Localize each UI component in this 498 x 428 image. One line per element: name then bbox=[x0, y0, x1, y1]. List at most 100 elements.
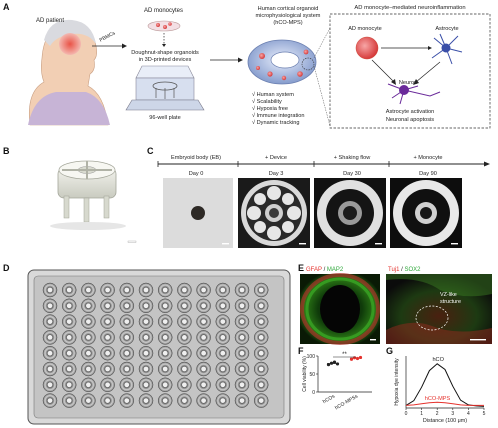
mps-title-line2: microphysiological system bbox=[256, 13, 321, 19]
well-center bbox=[220, 398, 226, 403]
well-center bbox=[239, 350, 245, 356]
well-center bbox=[124, 398, 130, 403]
device-photo bbox=[28, 146, 142, 246]
stain-gfap: GFAP bbox=[306, 267, 322, 273]
astrocyte-cell bbox=[431, 33, 463, 65]
well-center bbox=[105, 366, 110, 372]
stain-sox2: SOX2 bbox=[404, 267, 421, 273]
well-center bbox=[66, 319, 72, 324]
device-to-mps-arrow bbox=[210, 57, 243, 63]
data-point bbox=[329, 361, 334, 365]
well-center bbox=[182, 382, 187, 388]
stain-sep: / bbox=[322, 267, 327, 273]
mps-title-line3: (hCO-MPS) bbox=[273, 20, 302, 26]
well-center bbox=[201, 303, 207, 309]
stain-label-left: GFAP / MAP2 bbox=[306, 267, 344, 273]
well-center bbox=[201, 319, 207, 324]
well-center bbox=[143, 319, 149, 324]
series-label: hCO bbox=[432, 357, 444, 363]
well-center bbox=[220, 350, 226, 356]
well-center bbox=[201, 287, 207, 293]
well-center bbox=[86, 287, 91, 293]
day-label: Day 0 bbox=[189, 171, 204, 177]
well-center bbox=[124, 319, 130, 324]
stain-label-right: Tuj1 / SOX2 bbox=[388, 267, 421, 273]
inflammation-title: AD monocyte–mediated neuroinflammation bbox=[354, 5, 465, 11]
y-tick-label: 50 bbox=[309, 372, 315, 378]
well-center bbox=[162, 366, 168, 372]
well-center bbox=[239, 366, 245, 372]
well-center bbox=[201, 335, 207, 340]
category-label: hCO-MPSs bbox=[334, 393, 359, 411]
monocytes-label: AD monocytes bbox=[144, 8, 183, 14]
feature-item: √ Hypoxia free bbox=[252, 105, 288, 112]
stain-sep: / bbox=[399, 267, 404, 273]
patient-label: AD patient bbox=[36, 18, 64, 24]
well-center bbox=[258, 398, 264, 403]
well-center bbox=[220, 319, 226, 324]
well-center bbox=[86, 335, 91, 340]
well-center bbox=[239, 398, 245, 403]
data-point bbox=[326, 363, 331, 367]
well-center bbox=[143, 303, 149, 309]
data-point bbox=[335, 362, 340, 366]
stage-label: Embryoid body (EB) bbox=[171, 155, 221, 161]
pbmcs-arrow bbox=[92, 43, 127, 49]
well-center bbox=[239, 382, 245, 388]
micrograph-day0 bbox=[163, 178, 233, 248]
micrograph-day90 bbox=[390, 178, 462, 248]
well-center bbox=[182, 303, 187, 309]
stage-label: + Device bbox=[265, 155, 287, 161]
feature-item: √ Human system bbox=[252, 91, 294, 98]
feature-item: √ Scalability bbox=[252, 98, 282, 105]
well-center bbox=[258, 303, 264, 309]
category-label: hCOs bbox=[322, 393, 337, 405]
data-point bbox=[355, 356, 360, 361]
interaction-arrows bbox=[371, 46, 441, 85]
stage-label: + Monocyte bbox=[413, 155, 442, 161]
well-center bbox=[162, 287, 168, 293]
panel-label-d: D bbox=[3, 263, 10, 273]
well-center bbox=[124, 287, 130, 293]
well-center bbox=[86, 382, 91, 388]
well-center bbox=[66, 350, 72, 356]
mps-title-line1: Human cortical organoid bbox=[258, 6, 319, 12]
well-center bbox=[201, 350, 207, 356]
feature-item: √ Immune integration bbox=[252, 112, 305, 119]
well-center bbox=[124, 303, 130, 309]
well-center bbox=[66, 366, 72, 372]
well-center bbox=[66, 398, 72, 403]
timeline bbox=[157, 161, 490, 167]
well-center bbox=[143, 366, 149, 372]
well-center bbox=[258, 319, 264, 324]
well-center bbox=[143, 350, 149, 356]
well-center bbox=[162, 382, 168, 388]
micrograph-tuj1-sox2 bbox=[386, 274, 492, 344]
neuronal-apoptosis-label: Neuronal apoptosis bbox=[386, 117, 434, 123]
well-center bbox=[162, 398, 168, 403]
well-center bbox=[182, 366, 187, 372]
well-center bbox=[182, 398, 187, 403]
data-point bbox=[349, 357, 354, 361]
well-center bbox=[220, 382, 226, 388]
well-center bbox=[47, 319, 53, 324]
well-center bbox=[124, 382, 130, 388]
well-center bbox=[105, 303, 110, 309]
well-center bbox=[220, 287, 226, 293]
well-center bbox=[162, 335, 168, 340]
stage-label: + Shaking flow bbox=[334, 155, 371, 161]
well-center bbox=[258, 382, 264, 388]
well-center bbox=[86, 398, 91, 403]
day-label: Day 30 bbox=[343, 171, 361, 177]
well-center bbox=[47, 350, 53, 356]
well-center bbox=[47, 398, 53, 403]
well-center bbox=[220, 335, 226, 340]
x-axis-label: Distance (100 μm) bbox=[423, 418, 467, 424]
well-center bbox=[182, 350, 187, 356]
well-center bbox=[162, 350, 168, 356]
well-center bbox=[143, 287, 149, 293]
pbmcs-label: PBMCs bbox=[99, 30, 117, 43]
well-center bbox=[201, 382, 207, 388]
